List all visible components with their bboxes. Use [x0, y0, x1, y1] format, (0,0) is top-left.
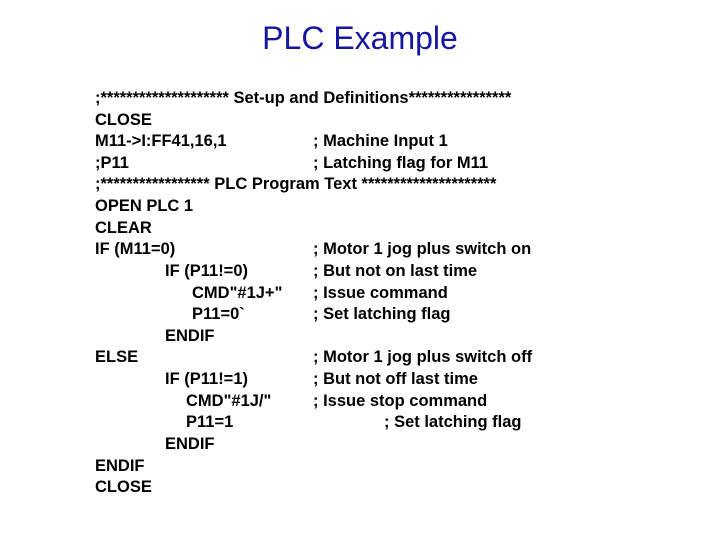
code-line-cmd-jog-stop: CMD"#1J/": [186, 392, 272, 410]
code-comment-if-m11: ; Motor 1 jog plus switch on: [313, 240, 532, 258]
code-comment-p11: ; Latching flag for M11: [313, 154, 489, 172]
code-line-if-m11: IF (M11=0): [95, 240, 176, 258]
code-line-endif-inner-2: ENDIF: [165, 435, 215, 453]
code-line-p11: ;P11: [95, 154, 129, 172]
code-line-if-p11-ne-0: IF (P11!=0): [165, 262, 248, 280]
code-comment-p11-set-1: ; Set latching flag: [384, 413, 522, 431]
code-comment-cmd-jog-stop: ; Issue stop command: [313, 392, 488, 410]
code-line-setup-header: ;******************** Set-up and Definit…: [95, 89, 512, 107]
code-line-cmd-jog-plus: CMD"#1J+": [192, 284, 283, 302]
code-line-endif-inner-1: ENDIF: [165, 327, 215, 345]
code-comment-cmd-jog-plus: ; Issue command: [313, 284, 448, 302]
code-comment-if-p11-ne-1: ; But not off last time: [313, 370, 478, 388]
code-comment-p11-set-0: ; Set latching flag: [313, 305, 451, 323]
code-line-close-end: CLOSE: [95, 478, 152, 496]
code-comment-else: ; Motor 1 jog plus switch off: [313, 348, 533, 366]
code-line-endif-outer: ENDIF: [95, 457, 145, 475]
code-comment-m11-def: ; Machine Input 1: [313, 132, 448, 150]
slide-title: PLC Example: [262, 20, 458, 56]
code-line-clear: CLEAR: [95, 219, 152, 237]
code-line-open-plc: OPEN PLC 1: [95, 197, 194, 215]
code-comment-if-p11-ne-0: ; But not on last time: [313, 262, 478, 280]
code-line-m11-def: M11->I:FF41,16,1: [95, 132, 227, 150]
code-line-close: CLOSE: [95, 111, 152, 129]
code-line-if-p11-ne-1: IF (P11!=1): [165, 370, 248, 388]
code-line-p11-set-1: P11=1: [186, 413, 234, 431]
code-line-p11-set-0: P11=0`: [192, 305, 245, 323]
code-line-program-header: ;***************** PLC Program Text ****…: [95, 175, 497, 193]
code-line-else: ELSE: [95, 348, 139, 366]
